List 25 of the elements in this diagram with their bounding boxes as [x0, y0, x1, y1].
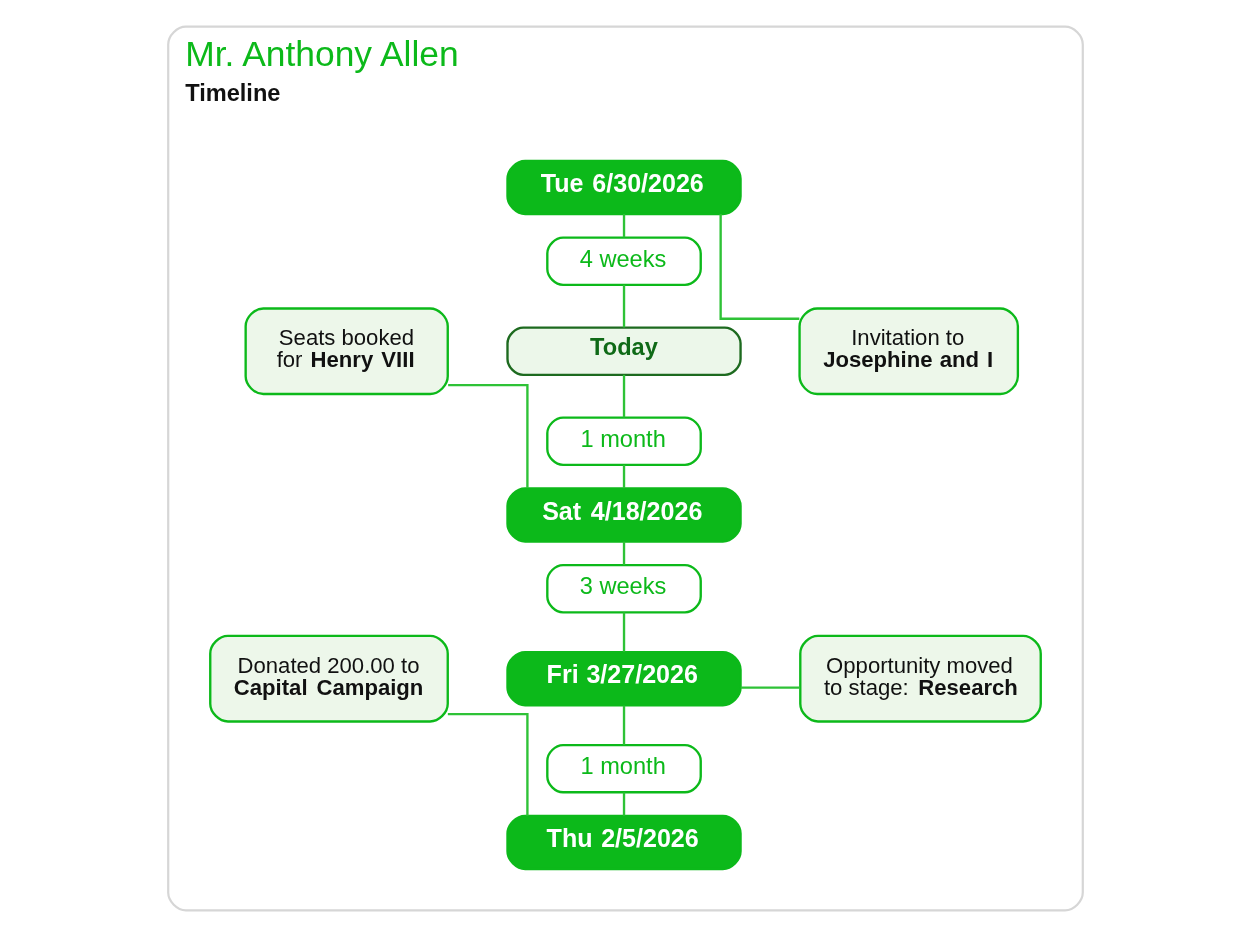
connector [622, 611, 625, 652]
node-box: Opportunity moved to stage: Research [798, 634, 1042, 723]
connector [622, 213, 625, 237]
connector [740, 685, 800, 689]
node-box: Donated 200.00 to Capital Campaign [208, 634, 449, 723]
connector [447, 712, 529, 816]
connector [622, 374, 625, 417]
node-box: Tue 6/30/2026 [505, 159, 742, 215]
connector [718, 213, 799, 320]
connector [622, 791, 625, 816]
node-box: 1 month [545, 415, 702, 466]
connector [622, 284, 625, 327]
node-box: Sat 4/18/2026 [505, 486, 742, 543]
node-box: 1 month [545, 743, 702, 793]
connector [622, 705, 625, 745]
node-box: Invitation to Josephine and I [797, 306, 1019, 395]
node-box: Seats booked for Henry VIII [244, 306, 449, 395]
node-box: Today [505, 325, 742, 376]
connector [447, 383, 529, 488]
node-box: 3 weeks [545, 563, 702, 613]
connector [622, 464, 625, 488]
node-box: Fri 3/27/2026 [505, 650, 742, 706]
node-box: Thu 2/5/2026 [505, 814, 742, 870]
connector [622, 541, 625, 565]
node-box: 4 weeks [545, 235, 702, 286]
